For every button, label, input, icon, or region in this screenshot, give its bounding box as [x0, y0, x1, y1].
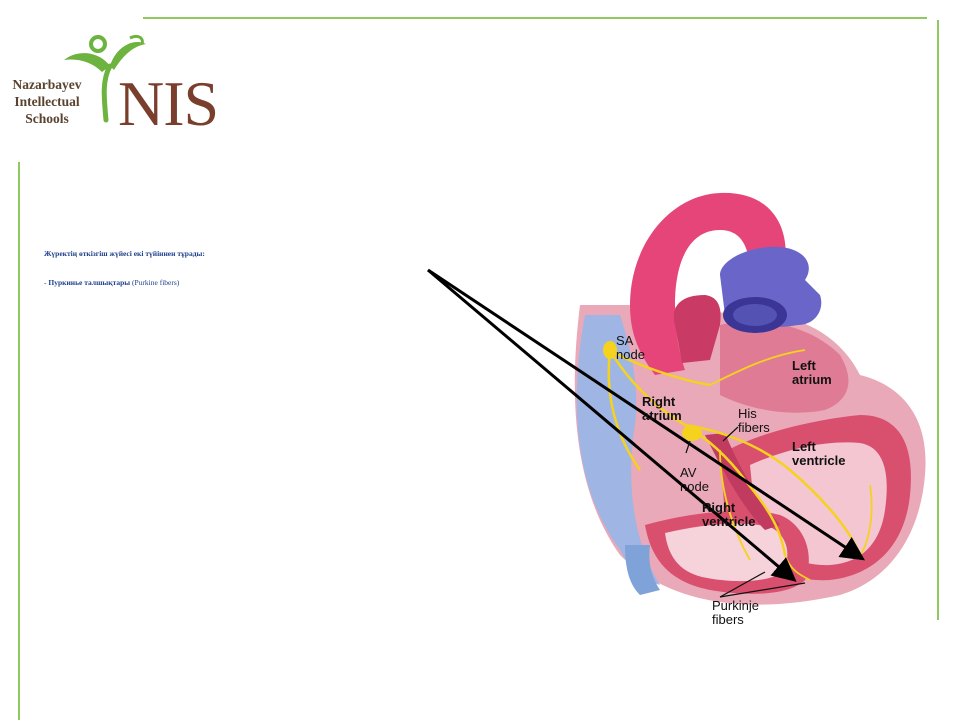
arrow-to-right-purkinje — [427, 268, 797, 582]
label-line: Left — [792, 358, 817, 373]
right-ventricle-chamber — [665, 523, 788, 582]
purkinje-leader-line — [719, 571, 766, 598]
bullet-bold: Пуркинье талшықтары — [48, 278, 131, 287]
sa-node-marker — [603, 341, 617, 359]
right-frame-line — [937, 20, 939, 620]
label-left-atrium: Left atrium — [792, 358, 832, 387]
label-line: SA — [616, 333, 634, 348]
nis-logo: Nazarbayev Intellectual Schools NIS — [6, 28, 219, 136]
label-line: His — [738, 406, 757, 421]
label-right-atrium: Right atrium — [642, 394, 682, 423]
purkinje-leader-line — [719, 582, 806, 598]
logo-wordmark: Nazarbayev Intellectual Schools — [8, 76, 86, 127]
bullet-rest: (Purkine fibers) — [130, 278, 180, 287]
label-line: atrium — [792, 372, 832, 387]
logo-word: Schools — [25, 111, 69, 126]
arrow-to-left-purkinje — [427, 268, 865, 561]
slide-body: Жүректің өткізгіш жүйесі екі түйіннен тұ… — [44, 249, 424, 287]
logo-word: Intellectual — [14, 94, 80, 109]
label-line: ventricle — [792, 453, 845, 468]
left-atrium — [720, 321, 849, 413]
logo-word: Nazarbayev — [12, 77, 82, 92]
label-sa-node: SA node — [616, 333, 645, 362]
label-line: AV — [680, 465, 697, 480]
label-left-ventricle: Left ventricle — [792, 439, 845, 468]
label-av-node: AV node — [680, 465, 709, 494]
label-line: fibers — [738, 420, 770, 435]
label-line: Right — [642, 394, 676, 409]
label-right-ventricle: Right ventricle — [702, 500, 755, 529]
heart-conduction-diagram: SA node Left atrium Right atrium His fib… — [427, 192, 926, 627]
label-line: node — [680, 479, 709, 494]
av-leader-line — [685, 440, 691, 454]
av-node-marker — [682, 425, 702, 441]
left-frame-line — [18, 162, 20, 720]
label-line: atrium — [642, 408, 682, 423]
pulmonary-vein-lumen — [733, 304, 777, 326]
label-line: node — [616, 347, 645, 362]
bullet-purkinje: - Пуркинье талшықтары (Purkine fibers) — [44, 278, 424, 287]
logo-abbr: NIS — [118, 68, 219, 139]
label-purkinje-fibers: Purkinje fibers — [712, 598, 763, 627]
septum — [705, 433, 780, 530]
aorta — [630, 192, 786, 375]
his-leader-line — [722, 426, 739, 442]
bullet-prefix: - — [44, 278, 49, 287]
label-line: Right — [702, 500, 736, 515]
label-line: Left — [792, 439, 817, 454]
top-frame-line — [143, 17, 927, 19]
pulmonary-artery — [673, 295, 721, 363]
vena-cava — [625, 545, 660, 595]
label-line: Purkinje — [712, 598, 759, 613]
intro-text: Жүректің өткізгіш жүйесі екі түйіннен тұ… — [44, 249, 205, 258]
label-line: fibers — [712, 612, 744, 627]
label-his-fibers: His fibers — [738, 406, 770, 435]
label-line: ventricle — [702, 514, 755, 529]
leaf-sprout-icon — [64, 34, 146, 123]
